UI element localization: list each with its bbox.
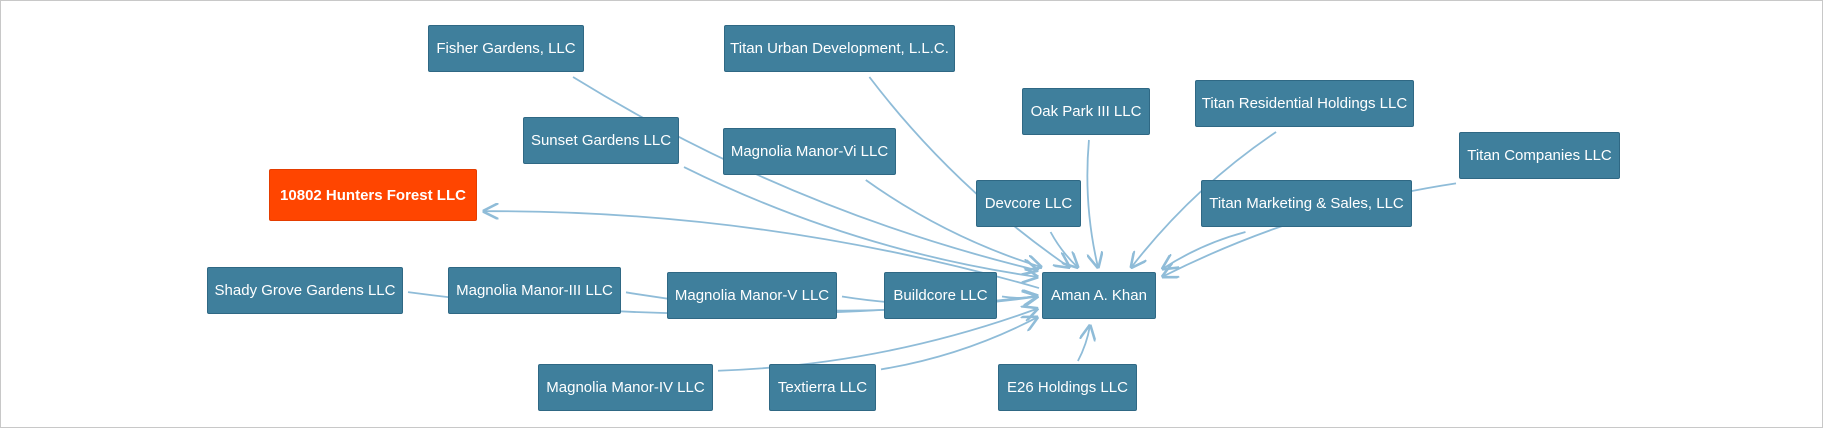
edge-titan_res-to-khan <box>1132 131 1277 267</box>
node-magnolia-manor-iv[interactable]: Magnolia Manor-IV LLC <box>538 364 713 411</box>
node-10802-hunters-forest[interactable]: 10802 Hunters Forest LLC <box>269 169 477 221</box>
node-aman-a-khan[interactable]: Aman A. Khan <box>1042 272 1156 319</box>
edge-e26-to-khan <box>1077 326 1090 362</box>
edge-khan-to-hunters <box>484 211 1040 289</box>
edge-devcore-to-khan <box>1049 231 1078 267</box>
node-titan-urban-development[interactable]: Titan Urban Development, L.L.C. <box>724 25 955 72</box>
node-sunset-gardens[interactable]: Sunset Gardens LLC <box>523 117 679 164</box>
node-titan-companies[interactable]: Titan Companies LLC <box>1459 132 1620 179</box>
node-shady-grove-gardens[interactable]: Shady Grove Gardens LLC <box>207 267 403 314</box>
node-titan-residential-holdings[interactable]: Titan Residential Holdings LLC <box>1195 80 1414 127</box>
node-oak-park-iii[interactable]: Oak Park III LLC <box>1022 88 1150 135</box>
edge-titan_mkt-to-khan <box>1163 231 1246 269</box>
node-devcore[interactable]: Devcore LLC <box>976 180 1081 227</box>
node-magnolia-manor-vi[interactable]: Magnolia Manor-Vi LLC <box>723 128 896 175</box>
edge-buildcore-to-khan <box>1001 297 1037 298</box>
node-e26-holdings[interactable]: E26 Holdings LLC <box>998 364 1137 411</box>
edge-textierra-to-khan <box>880 317 1037 371</box>
edge-sunset-to-khan <box>683 166 1037 277</box>
node-magnolia-manor-v[interactable]: Magnolia Manor-V LLC <box>667 272 837 319</box>
edge-mm_vi-to-khan <box>865 179 1041 267</box>
edge-titan_urban-to-khan <box>868 76 1069 267</box>
edge-mm_iv-to-khan <box>717 309 1037 372</box>
node-titan-marketing-sales[interactable]: Titan Marketing & Sales, LLC <box>1201 180 1412 227</box>
edge-oak_park-to-khan <box>1086 139 1098 267</box>
node-buildcore[interactable]: Buildcore LLC <box>884 272 997 319</box>
edge-fisher-to-khan <box>572 76 1037 270</box>
node-magnolia-manor-iii[interactable]: Magnolia Manor-III LLC <box>448 267 621 314</box>
node-textierra[interactable]: Textierra LLC <box>769 364 876 411</box>
node-fisher-gardens[interactable]: Fisher Gardens, LLC <box>428 25 584 72</box>
